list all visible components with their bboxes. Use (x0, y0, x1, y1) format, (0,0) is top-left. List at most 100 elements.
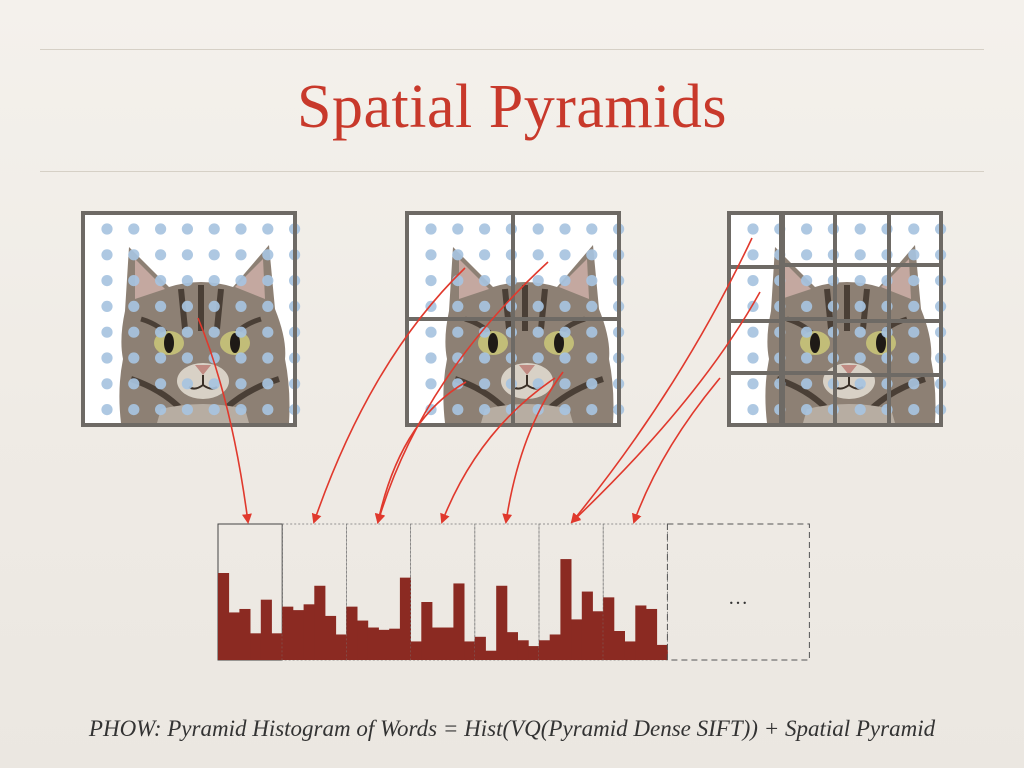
sample-point (155, 326, 167, 338)
histogram-bar (581, 591, 593, 660)
sample-point (262, 352, 274, 364)
histogram-5 (474, 523, 540, 661)
sample-point (425, 378, 437, 390)
sample-point (854, 249, 866, 261)
sample-point (235, 249, 247, 261)
histogram-bar (560, 559, 572, 660)
sample-point (208, 275, 220, 287)
more-histograms-box (666, 523, 810, 661)
sample-point (425, 223, 437, 235)
ellipsis-label: … (728, 587, 748, 609)
sample-point (155, 223, 167, 235)
mapping-arrow (197, 317, 252, 524)
sample-point (101, 404, 113, 416)
histogram-bar (218, 573, 230, 660)
histogram-bar (464, 641, 476, 660)
sample-point (452, 249, 464, 261)
level-2-panel (727, 211, 947, 427)
histogram-bar (250, 633, 262, 660)
histogram-bar (539, 640, 551, 660)
histogram-1 (217, 523, 283, 661)
sample-point (452, 275, 464, 287)
sample-point (101, 352, 113, 364)
sample-point (128, 223, 140, 235)
sample-point (208, 249, 220, 261)
sample-point (128, 275, 140, 287)
histogram-bar (571, 619, 583, 660)
sample-point (801, 352, 813, 364)
sample-point (908, 300, 920, 312)
sample-point (479, 249, 491, 261)
sample-point (425, 249, 437, 261)
sample-point (559, 326, 571, 338)
sample-point (235, 352, 247, 364)
histogram-3 (345, 523, 411, 661)
sample-point (854, 223, 866, 235)
mapping-arrow (570, 291, 761, 524)
sample-point (452, 352, 464, 364)
sample-point (181, 249, 193, 261)
histogram-bar (485, 650, 497, 660)
sample-point (801, 249, 813, 261)
mapping-arrow (374, 381, 467, 524)
sample-point (801, 300, 813, 312)
histogram-bar (656, 644, 668, 660)
sample-point (479, 352, 491, 364)
histogram-bar (399, 577, 411, 660)
mapping-arrow (375, 261, 549, 524)
sample-point (908, 378, 920, 390)
sample-point (801, 404, 813, 416)
sample-point (586, 378, 598, 390)
sample-point (262, 378, 274, 390)
sample-point (452, 378, 464, 390)
sample-point (181, 300, 193, 312)
sample-point (101, 249, 113, 261)
histogram-bar (260, 599, 272, 660)
title-underline (40, 171, 984, 172)
sample-point (854, 404, 866, 416)
sample-point (532, 300, 544, 312)
sample-point (181, 223, 193, 235)
histogram-bar (335, 634, 347, 660)
histogram-bar (367, 627, 379, 660)
sample-point (235, 326, 247, 338)
histogram-bar (378, 629, 390, 660)
sample-point (101, 275, 113, 287)
histogram-7 (602, 523, 668, 661)
sample-point (155, 378, 167, 390)
sample-point (747, 249, 759, 261)
sample-point (559, 223, 571, 235)
histogram-bar (432, 627, 444, 660)
slide-title: Spatial Pyramids (297, 73, 727, 141)
mapping-arrow (570, 237, 753, 524)
sample-point (854, 300, 866, 312)
sample-point (532, 352, 544, 364)
sample-point (747, 352, 759, 364)
mapping-arrow (502, 371, 564, 524)
histogram-bar (442, 627, 454, 660)
sample-point (586, 352, 598, 364)
histogram-bar (271, 633, 283, 660)
sample-point (532, 378, 544, 390)
sample-point (747, 378, 759, 390)
sample-point (235, 404, 247, 416)
sample-point (586, 326, 598, 338)
sample-point (262, 249, 274, 261)
sample-point (559, 300, 571, 312)
sample-point (181, 352, 193, 364)
sample-point (532, 249, 544, 261)
sample-point (747, 275, 759, 287)
sample-point (479, 223, 491, 235)
sample-point (452, 326, 464, 338)
sample-point (425, 275, 437, 287)
sample-point (181, 378, 193, 390)
sample-point (452, 223, 464, 235)
sample-point (854, 378, 866, 390)
sample-point (208, 378, 220, 390)
sample-point (801, 326, 813, 338)
histogram-bar (528, 646, 540, 660)
caption: PHOW: Pyramid Histogram of Words = Hist(… (88, 716, 936, 741)
sample-point (586, 300, 598, 312)
sample-point (128, 300, 140, 312)
sample-point (181, 275, 193, 287)
